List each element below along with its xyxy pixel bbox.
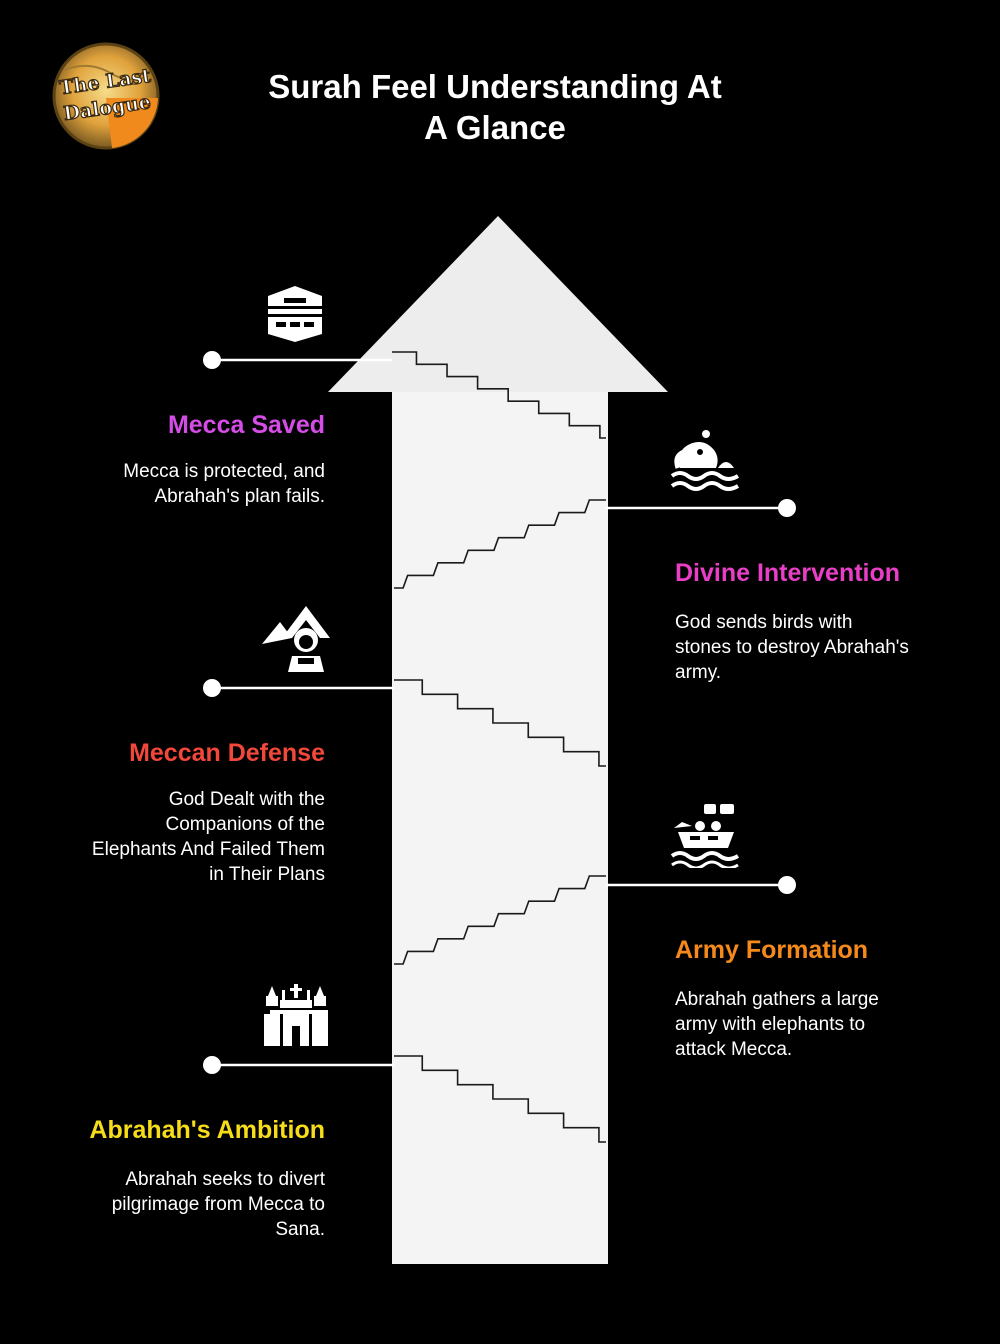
stair-segment bbox=[394, 875, 606, 965]
arrow-head bbox=[328, 216, 668, 436]
stage-desc-army-formation: Abrahah gathers a large army with elepha… bbox=[675, 989, 879, 1060]
elephant-water-icon bbox=[670, 430, 740, 491]
stage-title-meccan-defense: Meccan Defense bbox=[129, 739, 325, 767]
stage-title-divine-intervention: Divine Intervention bbox=[675, 559, 901, 587]
stage-desc-meccan-defense: God Dealt with the Companions of the Ele… bbox=[91, 789, 325, 885]
castle-icon bbox=[264, 984, 328, 1046]
army-formation-connector-dot bbox=[778, 876, 796, 894]
title-line1: Surah Feel Understanding At bbox=[268, 68, 722, 105]
stage-title-abrahahs-ambition: Abrahah's Ambition bbox=[89, 1116, 325, 1144]
stair-segment bbox=[394, 679, 606, 767]
person-mountain-icon bbox=[262, 606, 330, 672]
kaaba-icon bbox=[268, 286, 322, 342]
stage-desc-mecca-saved: Mecca is protected, and Abrahah's plan f… bbox=[123, 461, 325, 507]
stage-title-mecca-saved: Mecca Saved bbox=[167, 411, 325, 439]
abrahahs-ambition-connector-dot bbox=[203, 1056, 221, 1074]
stage-title-army-formation: Army Formation bbox=[675, 936, 869, 964]
stair-segment bbox=[394, 499, 606, 589]
stair-segment bbox=[392, 351, 606, 439]
title-line2: A Glance bbox=[424, 109, 566, 146]
page-title: Surah Feel Understanding At A Glance bbox=[250, 66, 740, 148]
stair-segment bbox=[394, 1055, 606, 1143]
stage-desc-abrahahs-ambition: Abrahah seeks to divert pilgrimage from … bbox=[111, 1169, 325, 1240]
arrow-shaft bbox=[392, 392, 608, 1264]
army-boat-icon bbox=[670, 804, 740, 868]
divine-intervention-connector-dot bbox=[778, 499, 796, 517]
the-last-dialogue-logo: The Last Dalogue bbox=[52, 42, 160, 150]
stair-lines bbox=[392, 351, 606, 1143]
mecca-saved-connector-dot bbox=[203, 351, 221, 369]
stage-desc-divine-intervention: God sends birds with stones to destroy A… bbox=[675, 612, 909, 683]
connector-lines bbox=[203, 351, 796, 1074]
meccan-defense-connector-dot bbox=[203, 679, 221, 697]
